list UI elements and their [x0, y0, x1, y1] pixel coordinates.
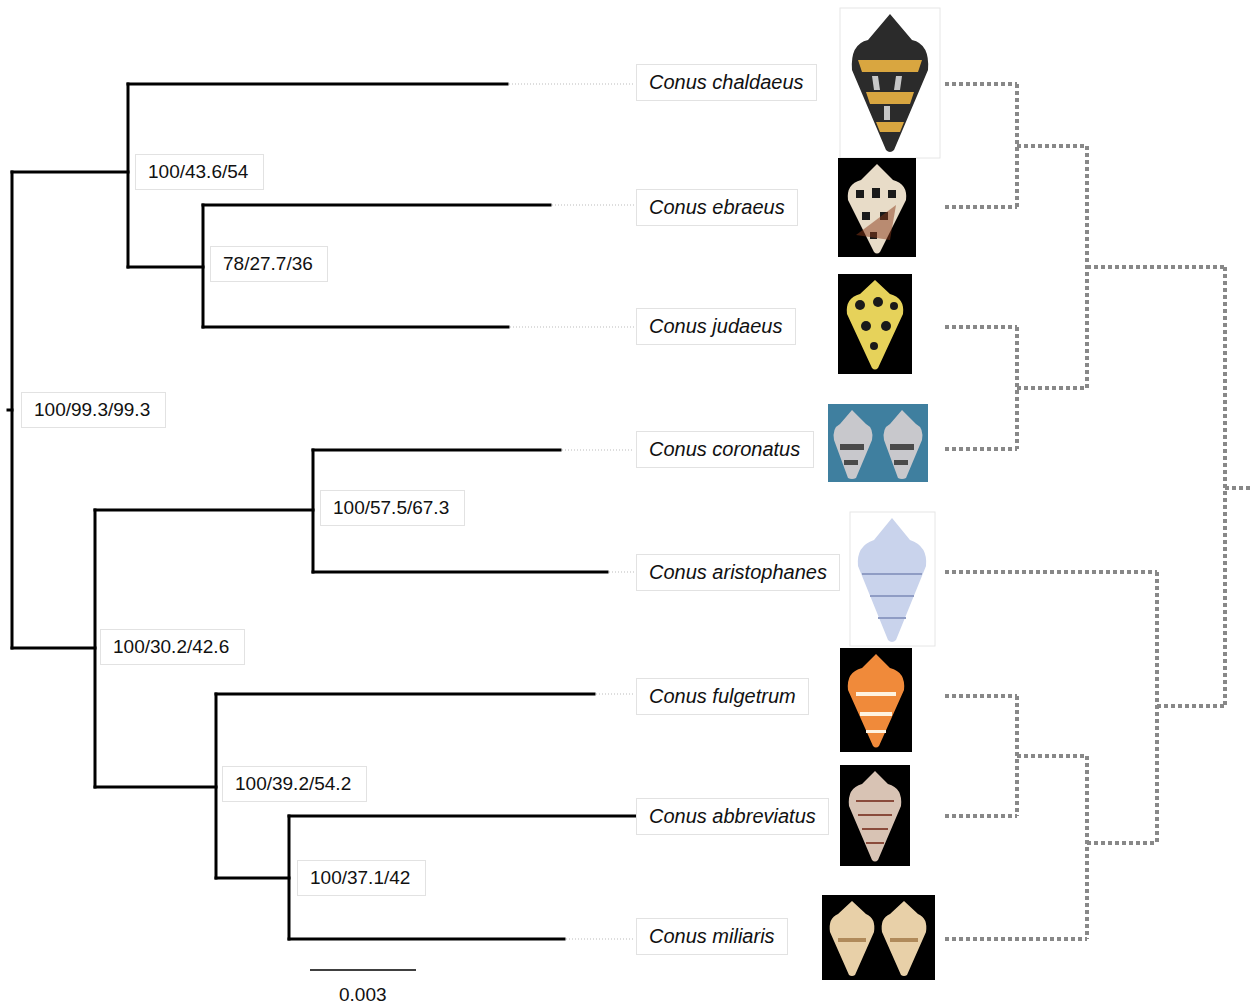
species-label: Conus fulgetrum: [636, 678, 809, 715]
support-value: 100/30.2/42.6: [100, 629, 245, 665]
support-text: 100/39.2/54.2: [235, 773, 354, 795]
species-name: Conus chaldaeus: [649, 71, 806, 94]
support-value: 100/37.1/42: [297, 860, 426, 896]
support-text: 100/99.3/99.3: [34, 399, 153, 421]
shell-photos: [822, 8, 940, 980]
support-value: 100/43.6/54: [135, 154, 264, 190]
support-value: 100/39.2/54.2: [222, 766, 367, 802]
support-text: 100/30.2/42.6: [113, 636, 232, 658]
species-label: Conus aristophanes: [636, 554, 840, 591]
species-label: Conus miliaris: [636, 918, 788, 955]
species-label: Conus chaldaeus: [636, 64, 817, 101]
scale-label: 0.003: [339, 984, 387, 1006]
support-text: 100/57.5/67.3: [333, 497, 452, 519]
species-label: Conus judaeus: [636, 308, 796, 345]
species-label: Conus abbreviatus: [636, 798, 829, 835]
species-name: Conus judaeus: [649, 315, 785, 338]
tree-branches: [8, 84, 636, 939]
species-name: Conus coronatus: [649, 438, 803, 461]
species-name: Conus miliaris: [649, 925, 777, 948]
leader-lines: [509, 84, 634, 939]
species-label: Conus ebraeus: [636, 189, 798, 226]
species-name: Conus abbreviatus: [649, 805, 818, 828]
support-value: 100/99.3/99.3: [21, 392, 166, 428]
support-value: 78/27.7/36: [210, 246, 328, 282]
scale-bar: [310, 969, 416, 971]
support-value: 100/57.5/67.3: [320, 490, 465, 526]
support-text: 100/37.1/42: [310, 867, 413, 889]
species-name: Conus fulgetrum: [649, 685, 798, 708]
species-label: Conus coronatus: [636, 431, 814, 468]
support-text: 78/27.7/36: [223, 253, 315, 275]
species-name: Conus aristophanes: [649, 561, 829, 584]
support-text: 100/43.6/54: [148, 161, 251, 183]
cladogram: [945, 84, 1253, 939]
species-name: Conus ebraeus: [649, 196, 787, 219]
